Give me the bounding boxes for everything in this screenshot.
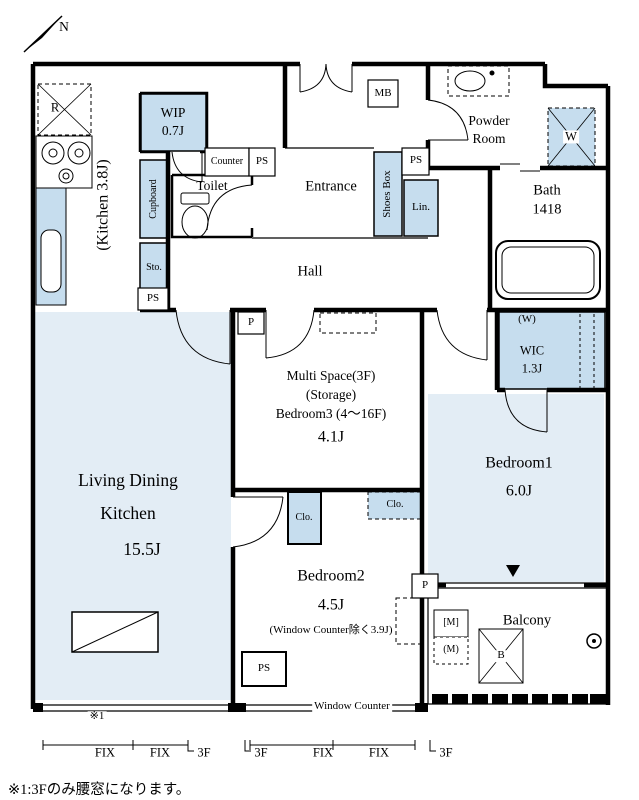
dashed-annotations [319, 312, 595, 645]
meter-box-icon [433, 609, 469, 665]
toilet-icon [180, 192, 210, 239]
label-wip: WIP [160, 104, 186, 120]
label-hall: Hall [297, 263, 323, 280]
label-b-storage: B [495, 649, 507, 662]
wall-piers [33, 703, 428, 712]
bathtub-icon [495, 240, 601, 300]
label-ps-a: PS [255, 155, 269, 168]
washbasin-icon [447, 65, 510, 97]
drain-icon [586, 633, 602, 649]
label-p-b: P [421, 579, 429, 592]
table-icon [71, 611, 159, 653]
balcony-railing [432, 694, 606, 704]
label-window-6: FIX [368, 745, 390, 760]
label-closet1: Clo. [295, 511, 313, 523]
label-mb: MB [374, 87, 392, 100]
label-bedroom1: Bedroom1 [485, 454, 553, 472]
label-powder-room-2: Room [472, 130, 506, 146]
label-north: N [59, 18, 69, 34]
label-window-2: FIX [149, 745, 171, 760]
label-meter-2: (M) [443, 643, 459, 655]
label-bedroom2-note: (Window Counter除く3.9J) [269, 624, 393, 637]
label-ps-c: PS [146, 292, 160, 305]
stove-icon [35, 135, 93, 189]
label-wic: WIC [519, 343, 545, 358]
label-balcony: Balcony [502, 612, 552, 629]
label-bedroom1-size: 6.0J [505, 482, 533, 500]
label-window-counter: Window Counter [312, 700, 392, 713]
label-ps-b: PS [409, 154, 423, 167]
refrigerator-icon [37, 83, 92, 136]
footnote: ※1:3Fのみ腰窓になります。 [8, 782, 191, 798]
label-lin: Lin. [411, 201, 431, 214]
label-ps-d: PS [257, 662, 271, 675]
label-refrigerator: R [50, 100, 60, 115]
label-washer: W [563, 129, 579, 144]
compass-icon [23, 15, 63, 53]
label-window-1: FIX [94, 745, 116, 760]
sink-icon [40, 229, 62, 293]
label-ldk-2: Kitchen [100, 502, 156, 523]
label-wic-w: (W) [518, 313, 536, 326]
label-cupboard: Cupboard [147, 179, 159, 219]
label-ldk-size: 15.5J [123, 538, 161, 559]
label-multi-2: (Storage) [305, 386, 357, 402]
label-powder-room-1: Powder [468, 112, 510, 128]
label-multi-1: Multi Space(3F) [286, 367, 376, 383]
label-sto: Sto. [146, 261, 162, 273]
label-toilet: Toilet [196, 177, 228, 193]
label-ldk-1: Living Dining [78, 469, 178, 490]
label-counter: Counter [210, 155, 244, 167]
label-wic-size: 1.3J [521, 361, 543, 376]
label-p-a: P [247, 316, 255, 329]
label-note-ref: ※1 [87, 710, 107, 723]
label-window-3: 3F [197, 745, 211, 760]
label-bath-size: 1418 [532, 201, 562, 218]
label-window-4: 3F [254, 745, 268, 760]
label-closet2: Clo. [386, 498, 404, 510]
door-swings [171, 63, 548, 548]
closet2-fill [367, 491, 424, 520]
label-bedroom2-size: 4.5J [317, 596, 345, 614]
label-multi-size: 4.1J [317, 428, 345, 446]
balcony-entry-marker [506, 565, 520, 577]
label-multi-3: Bedroom3 (4〜16F) [275, 405, 387, 421]
label-window-5: FIX [312, 745, 334, 760]
service-boxes [137, 79, 439, 687]
walls [30, 61, 611, 709]
label-kitchen: (Kitchen 3.8J) [94, 159, 112, 251]
dimension-marks [42, 740, 436, 752]
label-meter-1: [M] [443, 616, 459, 628]
label-bedroom2: Bedroom2 [297, 567, 365, 585]
label-shoes-box: Shoes Box [381, 170, 394, 218]
label-window-7: 3F [439, 745, 453, 760]
label-bath: Bath [533, 182, 561, 199]
label-entrance: Entrance [305, 178, 357, 195]
label-wip-size: 0.7J [161, 122, 185, 138]
